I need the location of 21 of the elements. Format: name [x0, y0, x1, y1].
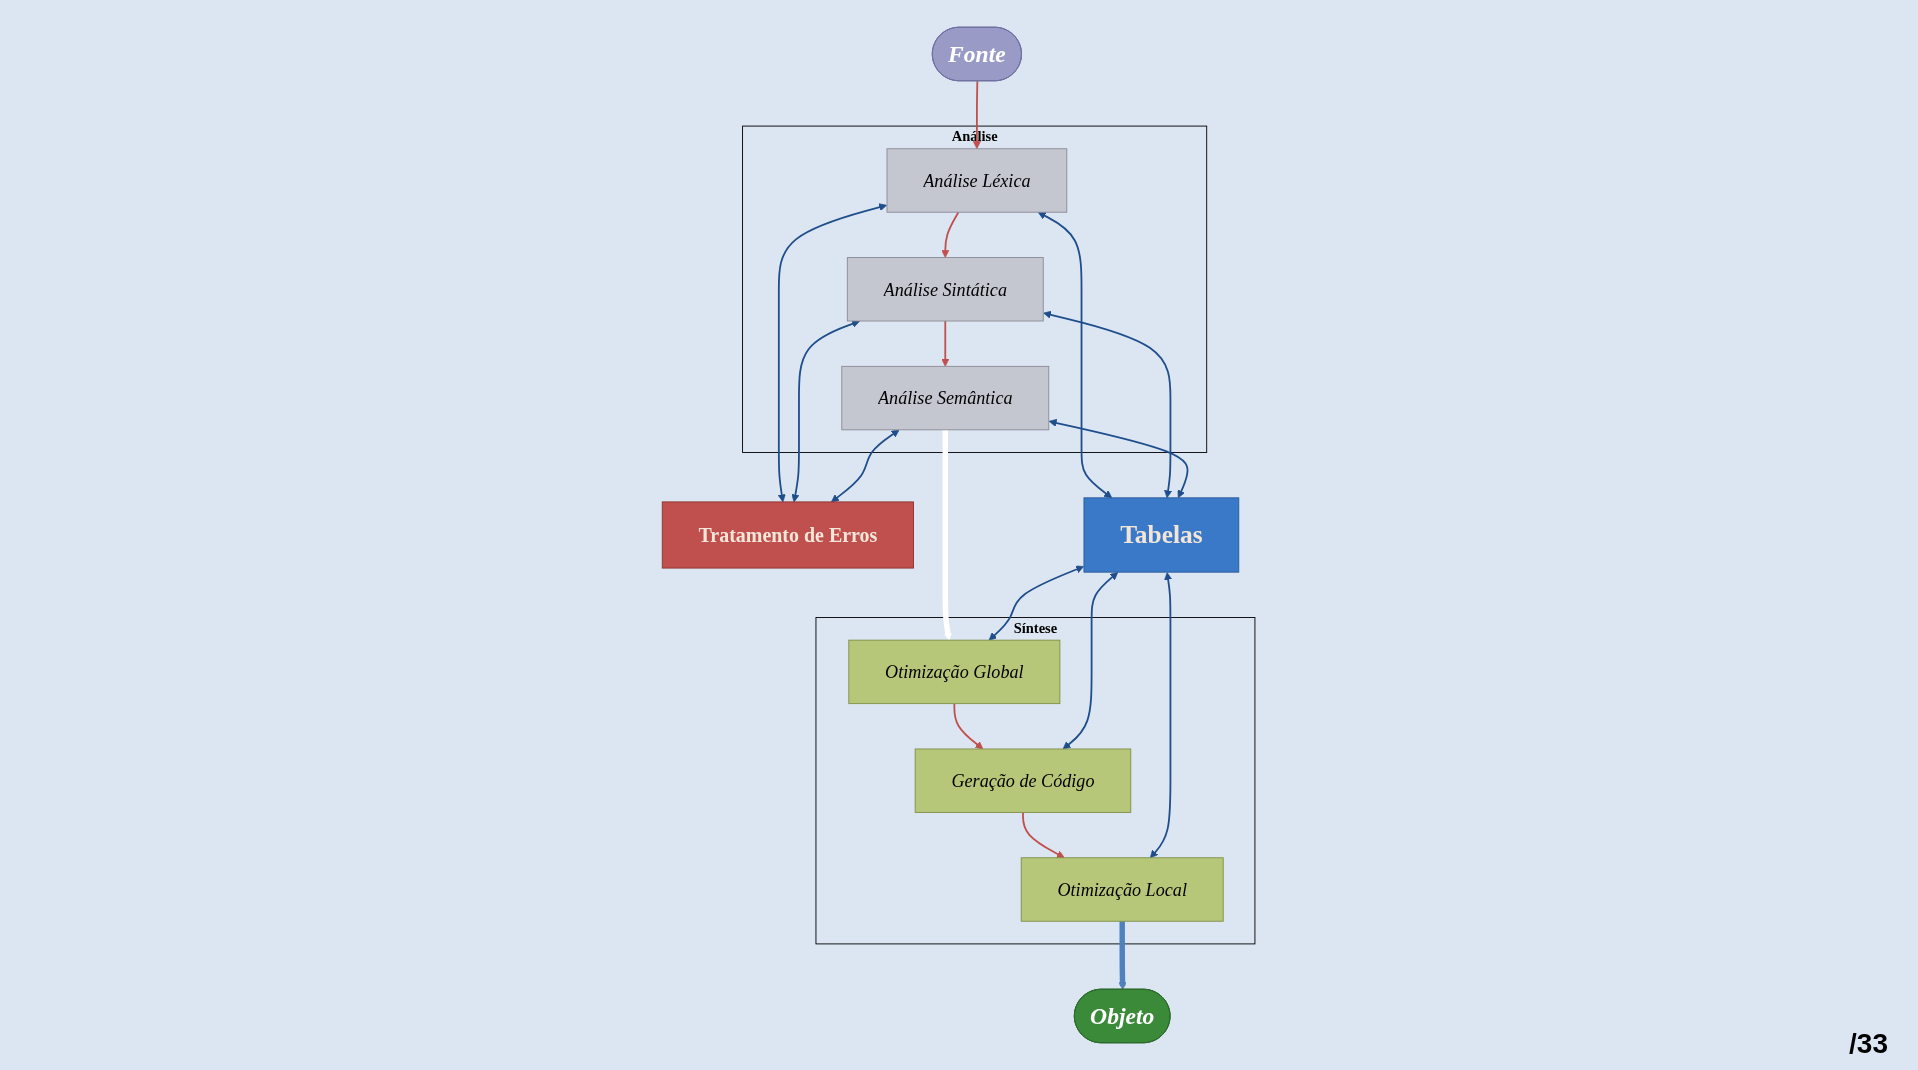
arrow — [989, 565, 1085, 641]
node-box: Geração de Código — [915, 748, 1132, 813]
arrow — [942, 429, 953, 641]
arrow — [953, 702, 984, 750]
arrow — [941, 211, 960, 258]
arrow — [941, 320, 950, 367]
arrow — [778, 203, 888, 503]
node-box: Otimização Global — [848, 639, 1061, 705]
arrow — [1043, 310, 1173, 499]
arrow — [1038, 212, 1113, 499]
arrow — [1063, 572, 1119, 750]
arrow — [1118, 921, 1127, 991]
node-box: Otimização Local — [1021, 857, 1225, 922]
node-box: Tabelas — [1083, 497, 1240, 573]
node-box: Tratamento de Erros — [662, 501, 915, 569]
page-number: /33 — [1849, 1028, 1888, 1060]
arrow — [1022, 811, 1066, 859]
arrow — [973, 80, 982, 150]
arrow — [1150, 572, 1173, 859]
arrow — [1049, 419, 1189, 499]
arrow — [831, 429, 900, 503]
